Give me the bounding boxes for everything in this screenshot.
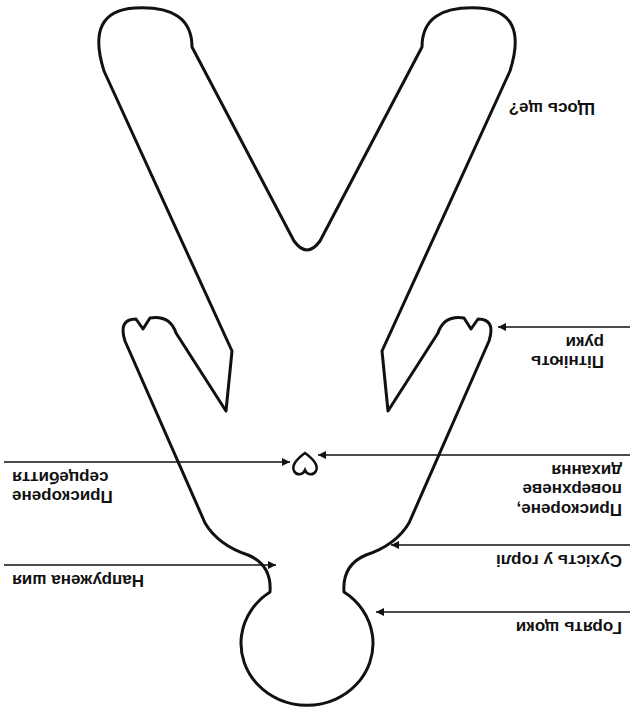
leader-arrow bbox=[498, 326, 630, 328]
leader-arrow bbox=[318, 454, 630, 456]
callout-label: Прискорене, поверхневе дихання bbox=[497, 460, 622, 519]
callout-label: Напружена шия bbox=[12, 570, 212, 590]
callout-label: Прискорене серцебиття bbox=[12, 467, 147, 506]
body-outline bbox=[99, 8, 515, 706]
leader-arrow bbox=[376, 611, 630, 613]
callout-label: Пітніють руки bbox=[504, 332, 604, 371]
callout-label: Щось ще? bbox=[445, 98, 595, 118]
callout-label: Горять щоки bbox=[432, 617, 622, 637]
leader-arrow bbox=[4, 564, 276, 566]
leader-arrow bbox=[391, 544, 630, 546]
callout-label: Сухість у горлі bbox=[432, 550, 622, 570]
heart-symbol bbox=[293, 453, 316, 474]
leader-arrow bbox=[4, 461, 290, 463]
